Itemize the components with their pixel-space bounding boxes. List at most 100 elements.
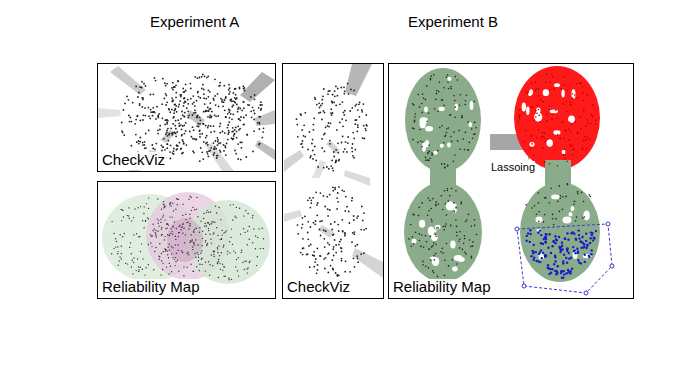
data-point	[549, 268, 551, 270]
data-point	[229, 241, 230, 242]
data-point	[353, 215, 355, 217]
data-point	[221, 252, 222, 253]
data-point	[320, 192, 322, 194]
data-point	[218, 277, 219, 278]
data-point	[169, 111, 171, 113]
data-point	[145, 220, 146, 221]
data-point	[214, 148, 216, 150]
data-point	[437, 110, 439, 112]
data-point	[578, 234, 580, 236]
data-point	[544, 241, 546, 243]
data-point	[150, 234, 151, 235]
data-point	[590, 253, 592, 255]
data-point	[158, 113, 160, 115]
data-point	[177, 80, 179, 82]
hole	[543, 89, 549, 96]
data-point	[208, 230, 209, 231]
data-point	[319, 255, 321, 257]
data-point	[169, 249, 170, 250]
data-point	[190, 98, 192, 100]
data-point	[327, 253, 329, 255]
data-point	[535, 88, 537, 90]
hole	[470, 101, 474, 110]
data-point	[219, 263, 220, 264]
data-point	[337, 201, 339, 203]
data-point	[155, 235, 156, 236]
data-point	[152, 230, 153, 231]
data-point	[240, 234, 241, 235]
data-point	[257, 122, 259, 124]
data-point	[228, 84, 230, 86]
data-point	[121, 220, 122, 221]
data-point	[179, 100, 181, 102]
data-point	[201, 151, 203, 153]
data-point	[220, 98, 222, 100]
data-point	[148, 197, 149, 198]
data-point	[542, 243, 544, 245]
data-point	[344, 110, 346, 112]
data-point	[237, 158, 239, 160]
data-point	[465, 253, 467, 255]
data-point	[535, 81, 537, 83]
data-point	[332, 94, 334, 96]
data-point	[173, 153, 175, 155]
data-point	[237, 111, 239, 113]
data-point	[194, 229, 195, 230]
data-point	[535, 110, 537, 112]
data-point	[155, 247, 156, 248]
data-point	[210, 125, 212, 127]
data-point	[206, 77, 208, 79]
data-point	[545, 233, 547, 235]
data-point	[474, 219, 476, 221]
hole	[571, 206, 575, 211]
data-point	[317, 166, 319, 168]
data-point	[312, 150, 314, 152]
data-point	[354, 266, 356, 268]
data-point	[451, 188, 453, 190]
data-point	[174, 125, 176, 127]
data-point	[425, 99, 427, 101]
data-point	[122, 210, 123, 211]
data-point	[330, 108, 332, 110]
data-point	[519, 116, 521, 118]
data-point	[538, 115, 540, 117]
hole	[424, 107, 428, 113]
data-point	[345, 260, 347, 262]
data-point	[172, 134, 174, 136]
data-point	[157, 231, 158, 232]
data-point	[578, 237, 580, 239]
data-point	[161, 103, 163, 105]
data-point	[356, 119, 358, 121]
data-point	[210, 239, 211, 240]
data-point	[425, 159, 427, 161]
data-point	[554, 260, 556, 262]
data-point	[180, 96, 182, 98]
data-point	[448, 127, 450, 129]
data-point	[228, 109, 230, 111]
data-point	[308, 245, 310, 247]
data-point	[451, 259, 453, 261]
data-point	[187, 110, 189, 112]
data-point	[214, 95, 216, 97]
data-point	[423, 246, 425, 248]
data-point	[223, 266, 224, 267]
data-point	[202, 123, 204, 125]
data-point	[154, 251, 155, 252]
data-point	[171, 228, 172, 229]
data-point	[226, 230, 227, 231]
data-point	[170, 127, 172, 129]
data-point	[188, 114, 190, 116]
data-point	[432, 270, 434, 272]
data-point	[340, 239, 342, 241]
data-point	[547, 267, 549, 269]
data-point	[534, 120, 536, 122]
data-point	[538, 192, 540, 194]
data-point	[572, 149, 574, 151]
data-point	[334, 188, 336, 190]
data-point	[314, 154, 316, 156]
data-point	[575, 121, 577, 123]
data-point	[309, 266, 311, 268]
data-point	[255, 248, 256, 249]
data-point	[338, 244, 340, 246]
data-point	[459, 104, 461, 106]
